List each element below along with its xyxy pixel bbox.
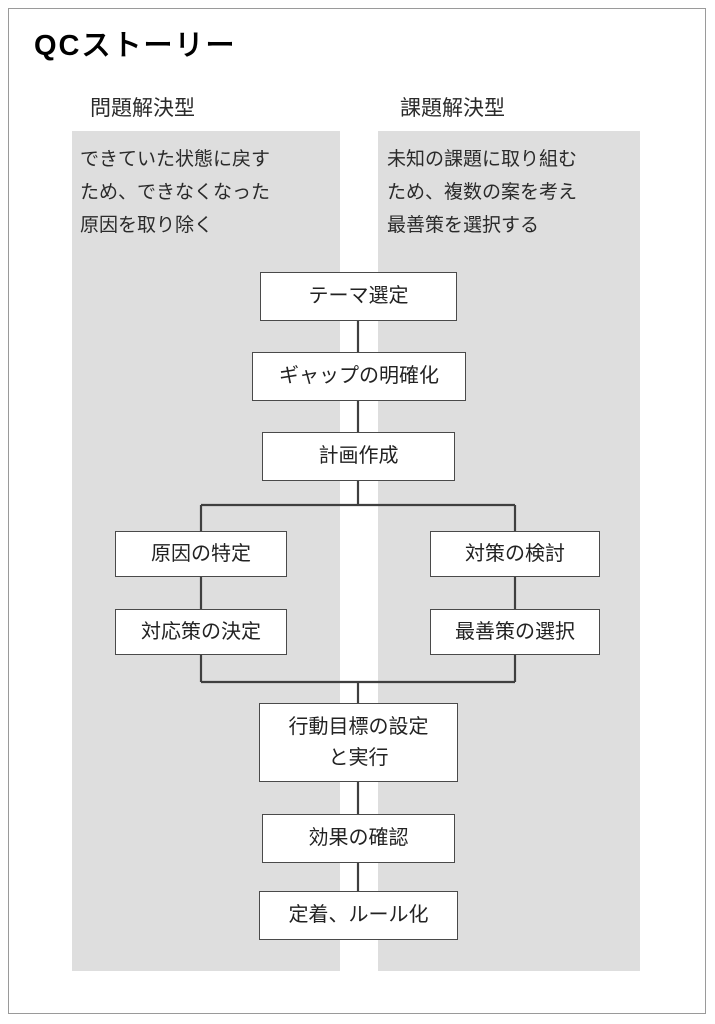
description-line: 未知の課題に取り組む [387,149,578,170]
flow-node-fix[interactable]: 定着、ルール化 [259,891,458,940]
description-line: 原因を取り除く [80,215,214,236]
description-line: ため、複数の案を考え [387,182,578,203]
flow-node-theme[interactable]: テーマ選定 [260,272,457,321]
column-header-task-achieving: 課題解決型 [400,97,505,120]
flow-node-action[interactable]: 行動目標の設定 と実行 [259,703,458,782]
flow-node-plan[interactable]: 計画作成 [262,432,455,481]
description-problem-solving: できていた状態に戻す ため、できなくなった 原因を取り除く [80,143,342,242]
description-line: できていた状態に戻す [80,149,271,170]
flow-node-best[interactable]: 最善策の選択 [430,609,600,655]
flow-node-action-line2: と実行 [328,746,389,769]
description-line: ため、できなくなった [80,182,271,203]
page-title: QCストーリー [34,30,237,62]
flow-node-cause[interactable]: 原因の特定 [115,531,287,577]
description-line: 最善策を選択する [387,215,540,236]
flow-node-measure[interactable]: 対策の検討 [430,531,600,577]
flow-node-action-line1: 行動目標の設定 [288,715,429,738]
flow-node-effect[interactable]: 効果の確認 [262,814,455,863]
flow-node-decide[interactable]: 対応策の決定 [115,609,287,655]
description-task-achieving: 未知の課題に取り組む ため、複数の案を考え 最善策を選択する [387,143,645,242]
column-header-problem-solving: 問題解決型 [90,97,195,120]
flow-node-gap[interactable]: ギャップの明確化 [252,352,466,401]
